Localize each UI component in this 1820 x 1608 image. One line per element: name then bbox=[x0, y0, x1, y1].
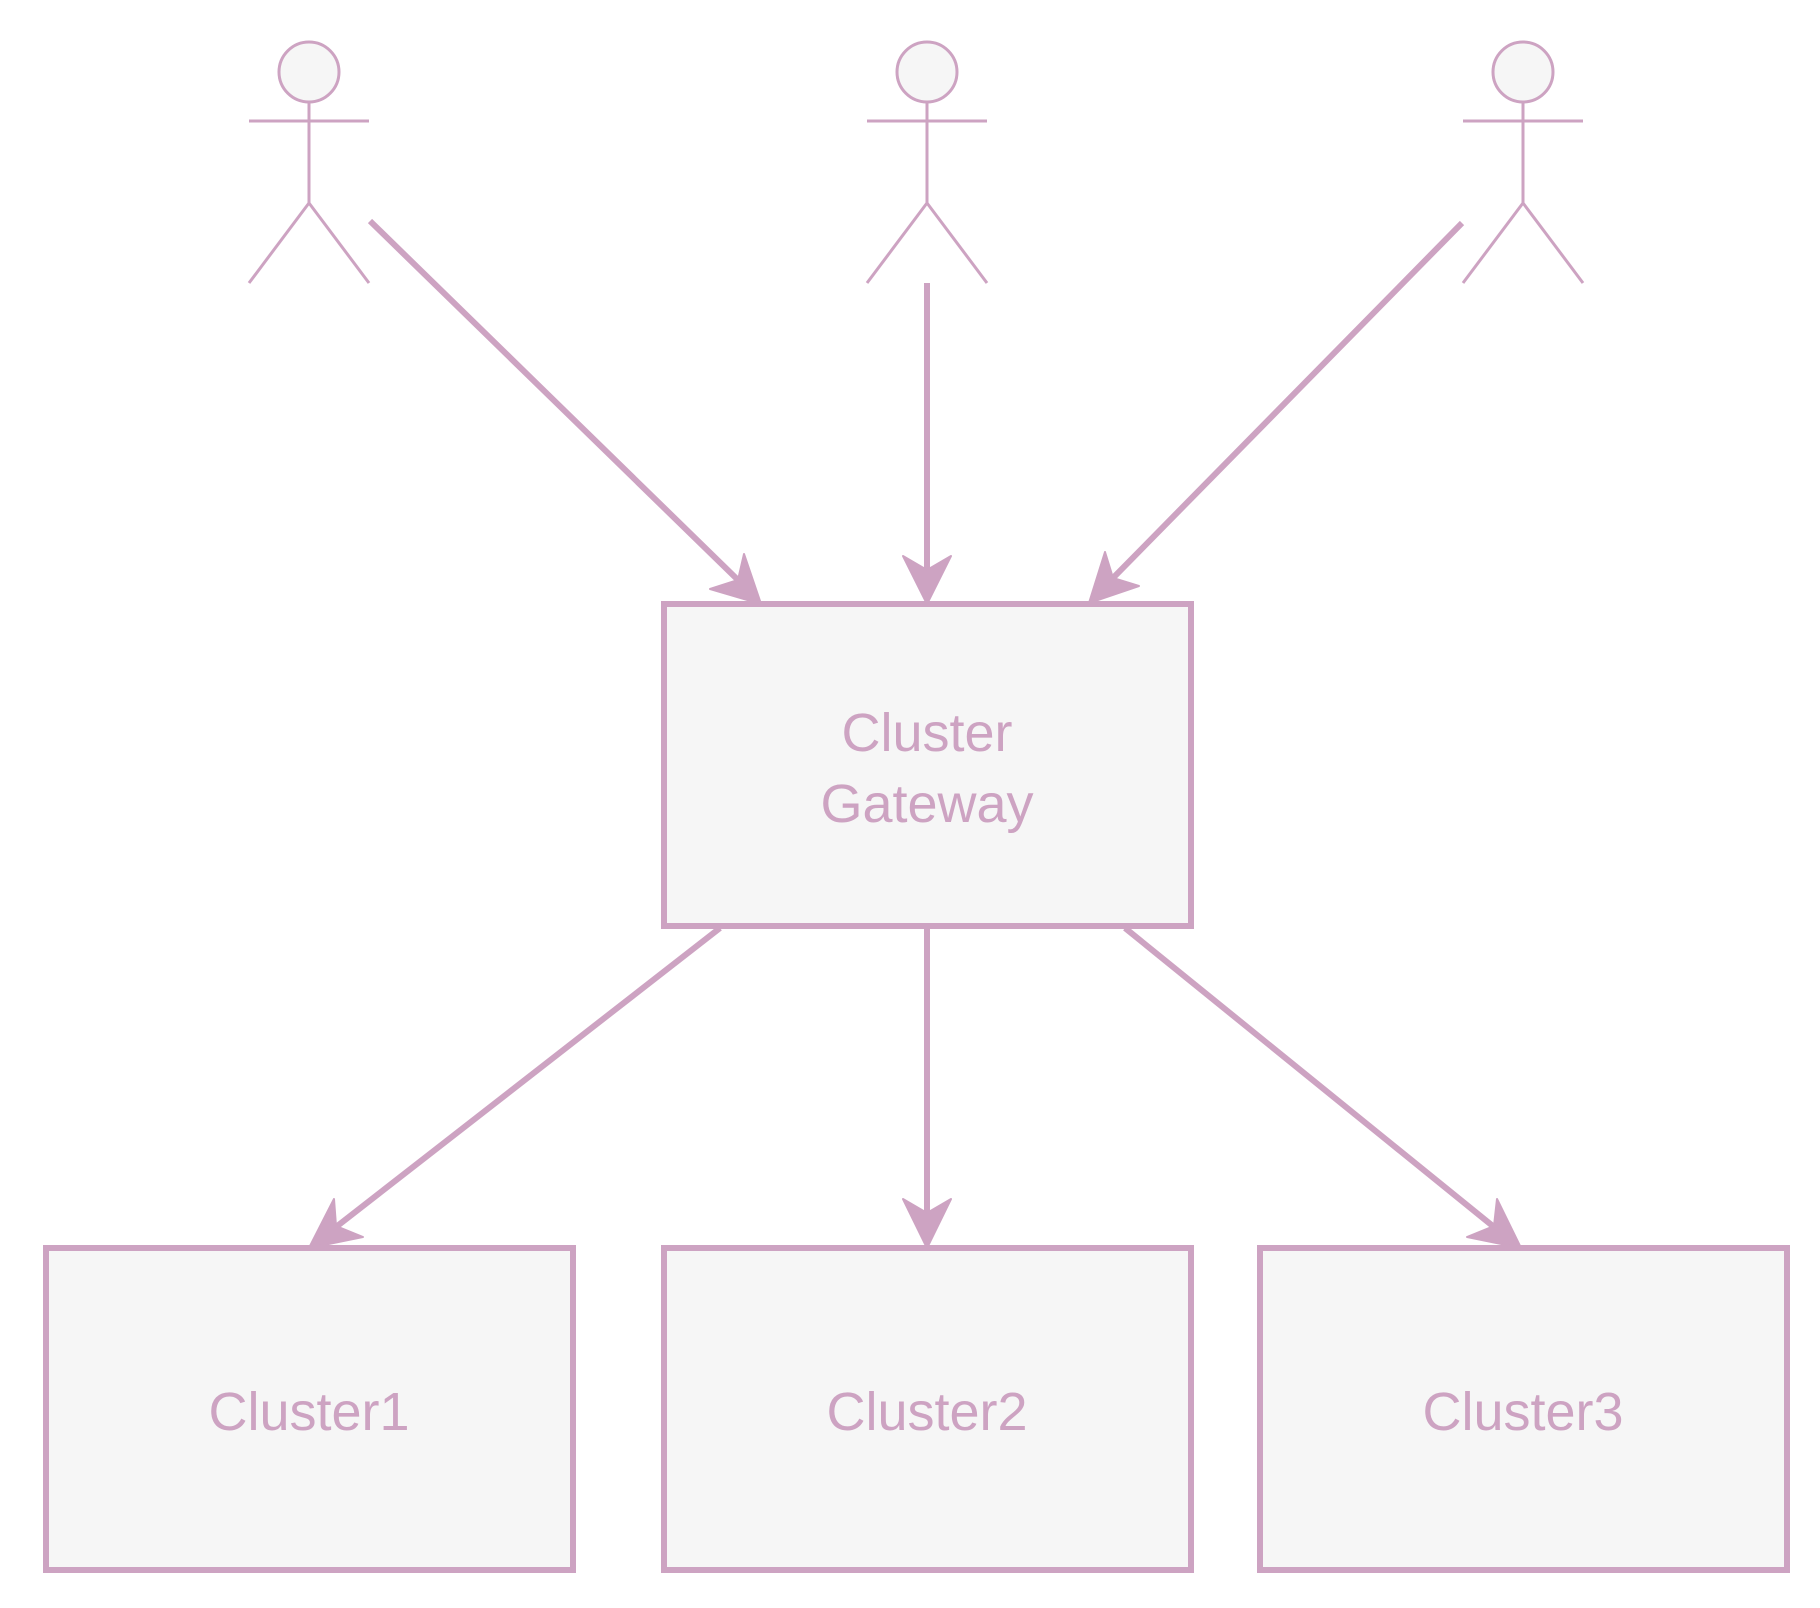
edge-actor3-gateway bbox=[1088, 220, 1465, 604]
arrowhead bbox=[1088, 551, 1140, 604]
edge-gateway-cluster3 bbox=[1123, 925, 1522, 1249]
cluster1-node: Cluster1 bbox=[43, 1245, 576, 1573]
arrowhead bbox=[902, 555, 952, 605]
person-icon bbox=[1461, 40, 1585, 284]
actor-1 bbox=[247, 40, 371, 284]
cluster3-node: Cluster3 bbox=[1257, 1245, 1790, 1573]
cluster1-label: Cluster1 bbox=[208, 1382, 409, 1442]
edge-gateway-cluster1 bbox=[308, 925, 722, 1249]
edge-actor2-gateway bbox=[902, 283, 952, 605]
person-icon bbox=[247, 40, 371, 284]
arrowhead bbox=[308, 1198, 364, 1249]
cluster3-label: Cluster3 bbox=[1422, 1382, 1623, 1442]
edge-gateway-cluster2 bbox=[902, 928, 952, 1249]
cluster2-label: Cluster2 bbox=[826, 1382, 1027, 1442]
arrowhead bbox=[709, 553, 762, 605]
gateway-label-line2: Gateway bbox=[820, 774, 1033, 834]
cluster2-node: Cluster2 bbox=[661, 1245, 1194, 1573]
gateway-label-line1: Cluster bbox=[841, 703, 1012, 763]
actor-3 bbox=[1461, 40, 1585, 284]
edge-actor1-gateway bbox=[367, 218, 762, 605]
person-icon bbox=[865, 40, 989, 284]
gateway-node: Cluster Gateway bbox=[661, 601, 1194, 929]
arrowhead bbox=[1466, 1198, 1522, 1249]
arrowhead bbox=[902, 1198, 952, 1249]
actor-2 bbox=[865, 40, 989, 284]
